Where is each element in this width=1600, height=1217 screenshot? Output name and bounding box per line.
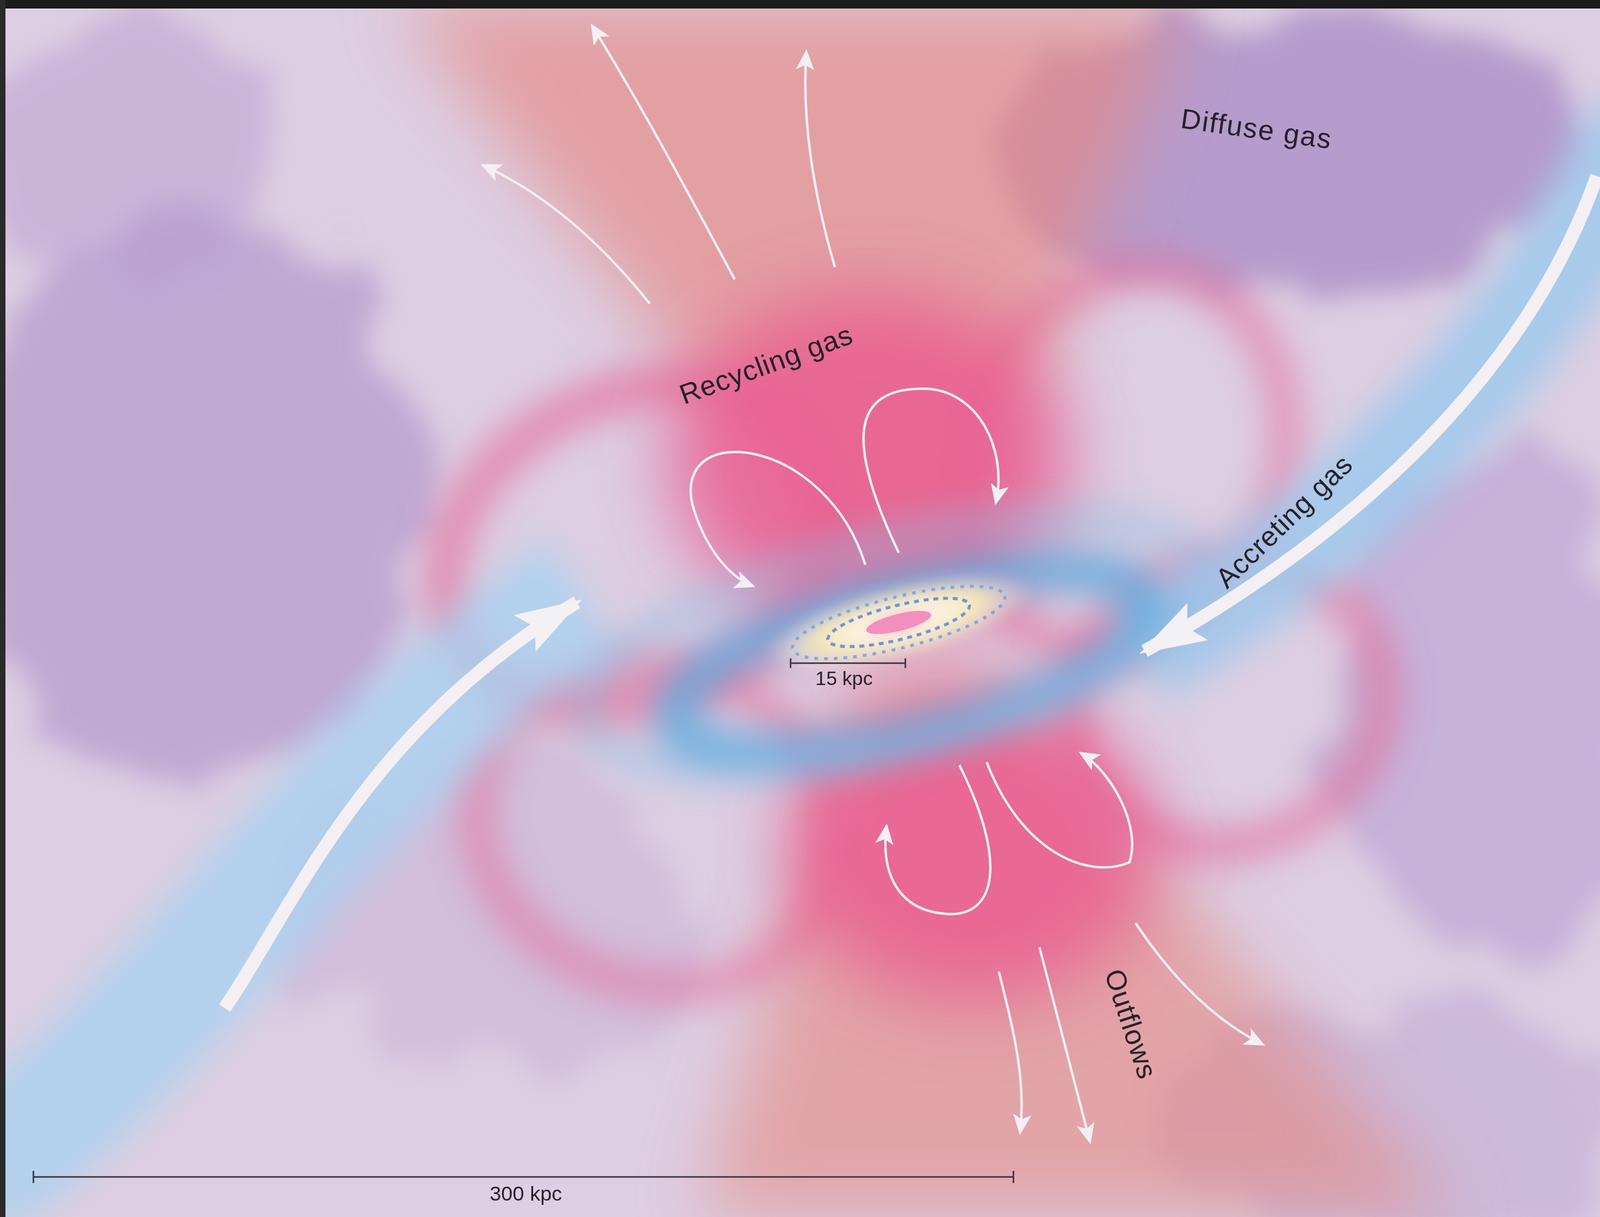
outflow-arrow xyxy=(592,25,735,280)
frame-border xyxy=(0,0,6,1217)
galaxy-core xyxy=(864,605,934,639)
scale-bars xyxy=(33,658,1014,1183)
flow-arrows xyxy=(224,25,1597,1142)
spiral-arm xyxy=(786,571,1012,675)
frame-border xyxy=(0,0,1600,9)
region-label: Diffuse gas xyxy=(1179,102,1335,155)
outflow-arrow xyxy=(1135,922,1263,1045)
recycling-arrow xyxy=(863,388,999,553)
accretion-stream xyxy=(0,595,583,1185)
gas-disk xyxy=(561,466,1224,820)
recycling-arrow xyxy=(885,765,991,914)
galaxy xyxy=(754,551,1044,693)
recycling-arrow xyxy=(691,451,866,586)
spiral-arm xyxy=(823,588,974,657)
recycling-arrow xyxy=(986,752,1133,868)
outflow-arrow xyxy=(1039,947,1090,1142)
scale-bar xyxy=(790,658,906,668)
scale-label: 300 kpc xyxy=(489,1182,562,1205)
accretion-arrow xyxy=(1144,176,1597,651)
purple-cloud xyxy=(0,24,280,268)
region-label: Recycling gas xyxy=(675,318,858,410)
galaxy-disk xyxy=(754,551,1044,693)
outflow-arrow xyxy=(482,165,650,304)
accreting-streams xyxy=(0,121,1600,1185)
scale-label: 15 kpc xyxy=(815,667,873,690)
region-label: Accreting gas xyxy=(1210,448,1359,594)
outflow-arrow xyxy=(805,51,835,268)
outflow-arrow xyxy=(998,971,1022,1133)
region-label: Outflows xyxy=(1098,964,1163,1083)
accretion-arrow xyxy=(224,602,577,1008)
scale-bar xyxy=(33,1170,1014,1183)
